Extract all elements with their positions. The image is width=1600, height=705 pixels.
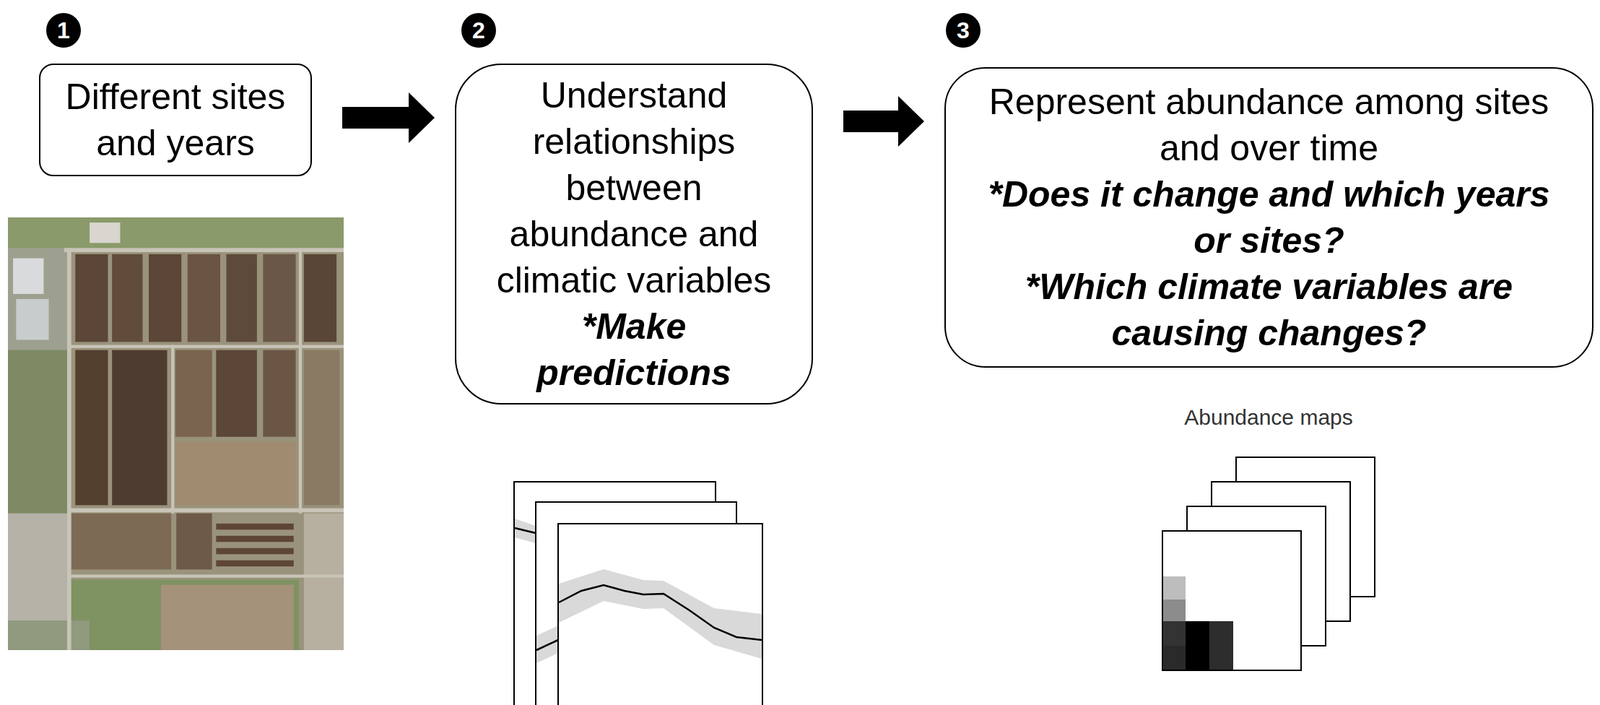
process-box: Understand relationships between abundan… — [454, 63, 813, 405]
greenhouse — [15, 298, 49, 341]
response-curves — [505, 472, 773, 705]
field — [176, 513, 212, 570]
field — [7, 620, 90, 650]
map-cell — [1209, 620, 1234, 670]
question-text: *Which climate variables are causing cha… — [980, 263, 1558, 356]
building — [89, 222, 120, 243]
field — [262, 350, 296, 437]
callout-number: 2 — [461, 12, 497, 48]
map-cell — [1163, 599, 1186, 621]
ground — [7, 217, 344, 650]
field — [7, 350, 68, 514]
panel-frame — [558, 523, 763, 705]
field — [303, 254, 337, 342]
field — [7, 217, 344, 248]
question-text: *Make predictions — [483, 303, 785, 396]
road — [298, 247, 302, 513]
flow-arrow — [342, 92, 435, 143]
field — [175, 350, 213, 437]
road — [171, 345, 175, 514]
field — [303, 513, 344, 650]
map-frame — [1162, 530, 1302, 671]
curve-line — [536, 639, 559, 650]
field — [71, 513, 172, 570]
callout-number: 1 — [46, 12, 81, 48]
question-text: *Does it change and which years or sites… — [980, 171, 1558, 264]
field — [75, 350, 108, 506]
map-cell — [1163, 645, 1186, 670]
field — [75, 254, 108, 342]
confidence-band — [514, 518, 536, 543]
field — [71, 579, 299, 650]
map-cell — [1163, 620, 1186, 646]
road — [67, 574, 344, 577]
box-text: Understand relationships between abundan… — [483, 72, 785, 304]
process-box: Represent abundance among sites and over… — [944, 67, 1594, 368]
road — [67, 345, 344, 349]
field — [175, 441, 297, 506]
field — [303, 350, 340, 506]
abundance-map-stack — [1155, 447, 1387, 679]
map-cell — [1163, 576, 1186, 600]
plot-row — [215, 535, 294, 542]
plot-row — [215, 560, 294, 567]
field — [7, 247, 68, 350]
curve-line — [558, 584, 762, 640]
field — [215, 350, 258, 437]
confidence-band — [558, 568, 762, 659]
plot-row — [215, 523, 294, 530]
field — [111, 254, 143, 342]
field — [7, 513, 68, 621]
field — [262, 254, 296, 342]
curve-line — [514, 527, 536, 533]
callout-number: 3 — [945, 12, 981, 48]
plot-row — [215, 548, 294, 554]
aerial-photo — [7, 217, 344, 650]
field — [187, 254, 221, 342]
field — [148, 254, 182, 342]
box-text: Represent abundance among sites and over… — [980, 78, 1558, 172]
aerial-fields — [7, 217, 344, 650]
road — [67, 508, 344, 513]
process-box: Different sites and years — [38, 63, 312, 177]
curve-panel — [558, 523, 763, 705]
roads — [64, 247, 344, 650]
panel-caption: Abundance maps — [1184, 404, 1354, 431]
greenhouse — [12, 258, 44, 294]
map-cell — [1185, 620, 1210, 670]
field — [161, 584, 294, 650]
flow-arrow — [843, 96, 925, 147]
field — [111, 350, 167, 506]
field — [225, 254, 257, 342]
confidence-band — [536, 625, 559, 663]
box-text: Different sites and years — [54, 73, 297, 167]
road — [67, 247, 72, 650]
